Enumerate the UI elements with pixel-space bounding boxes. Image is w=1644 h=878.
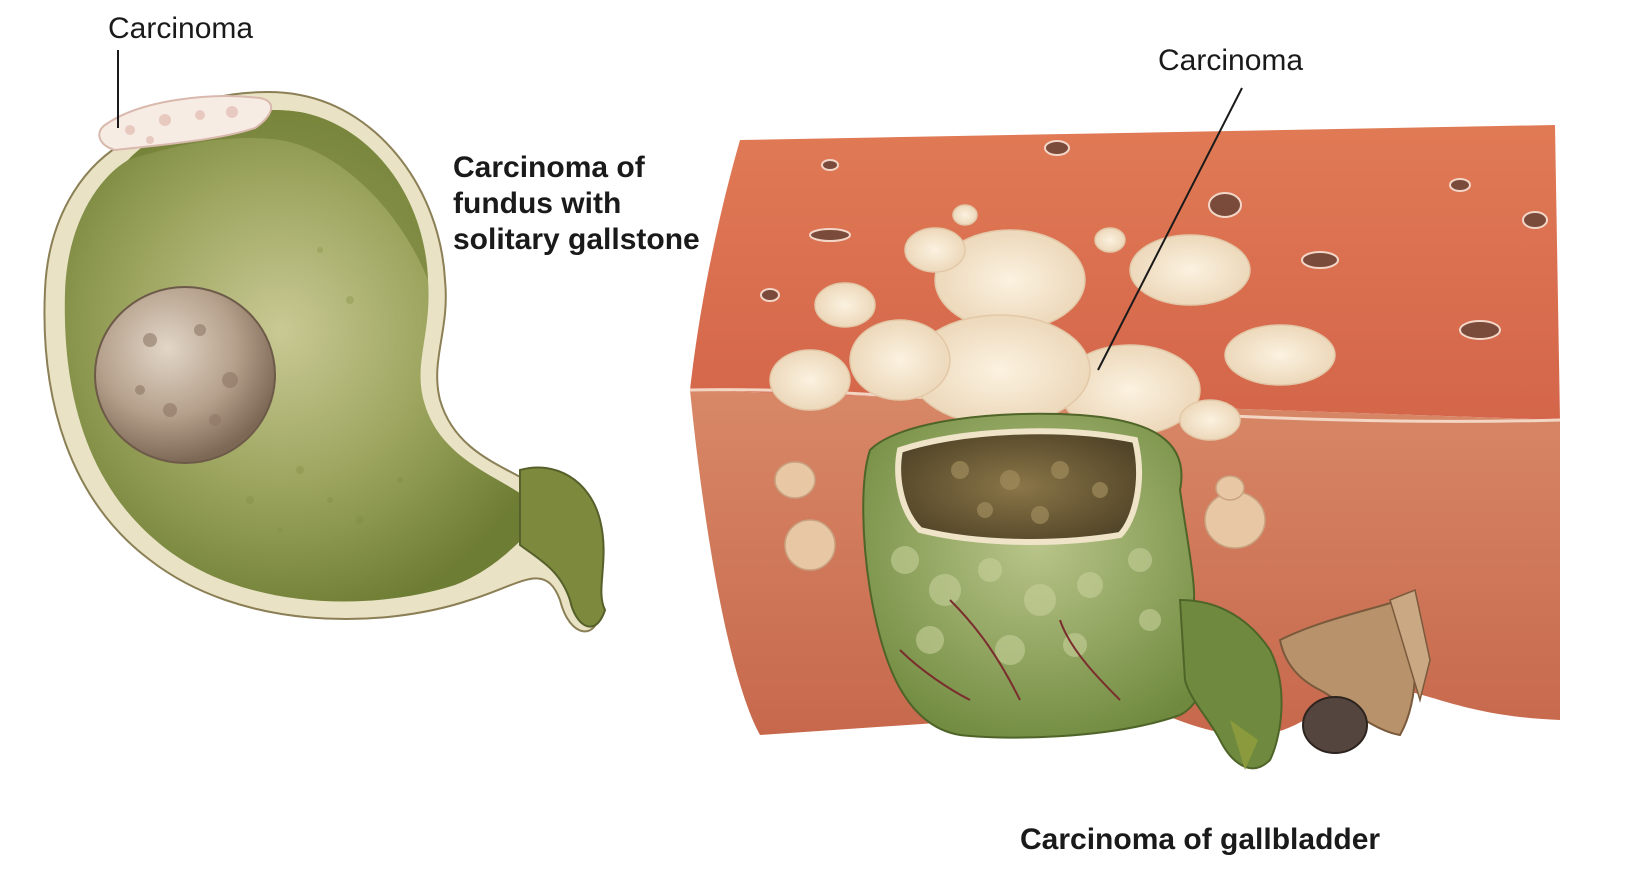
left-caption-line-3: solitary gallstone [453, 223, 700, 256]
left-caption: Carcinoma of fundus with solitary gallst… [453, 150, 700, 258]
left-caption-line-2: fundus with [453, 187, 622, 220]
left-caption-line-1: Carcinoma of [453, 151, 645, 184]
left-callout-label: Carcinoma [108, 12, 254, 45]
right-caption: Carcinoma of gallbladder [1020, 823, 1381, 856]
right-specimen [689, 125, 1561, 770]
left-gallbladder [43, 91, 607, 633]
right-callout-label: Carcinoma [1158, 44, 1304, 77]
gallstone [94, 286, 276, 464]
right-callout-line [1097, 87, 1243, 371]
